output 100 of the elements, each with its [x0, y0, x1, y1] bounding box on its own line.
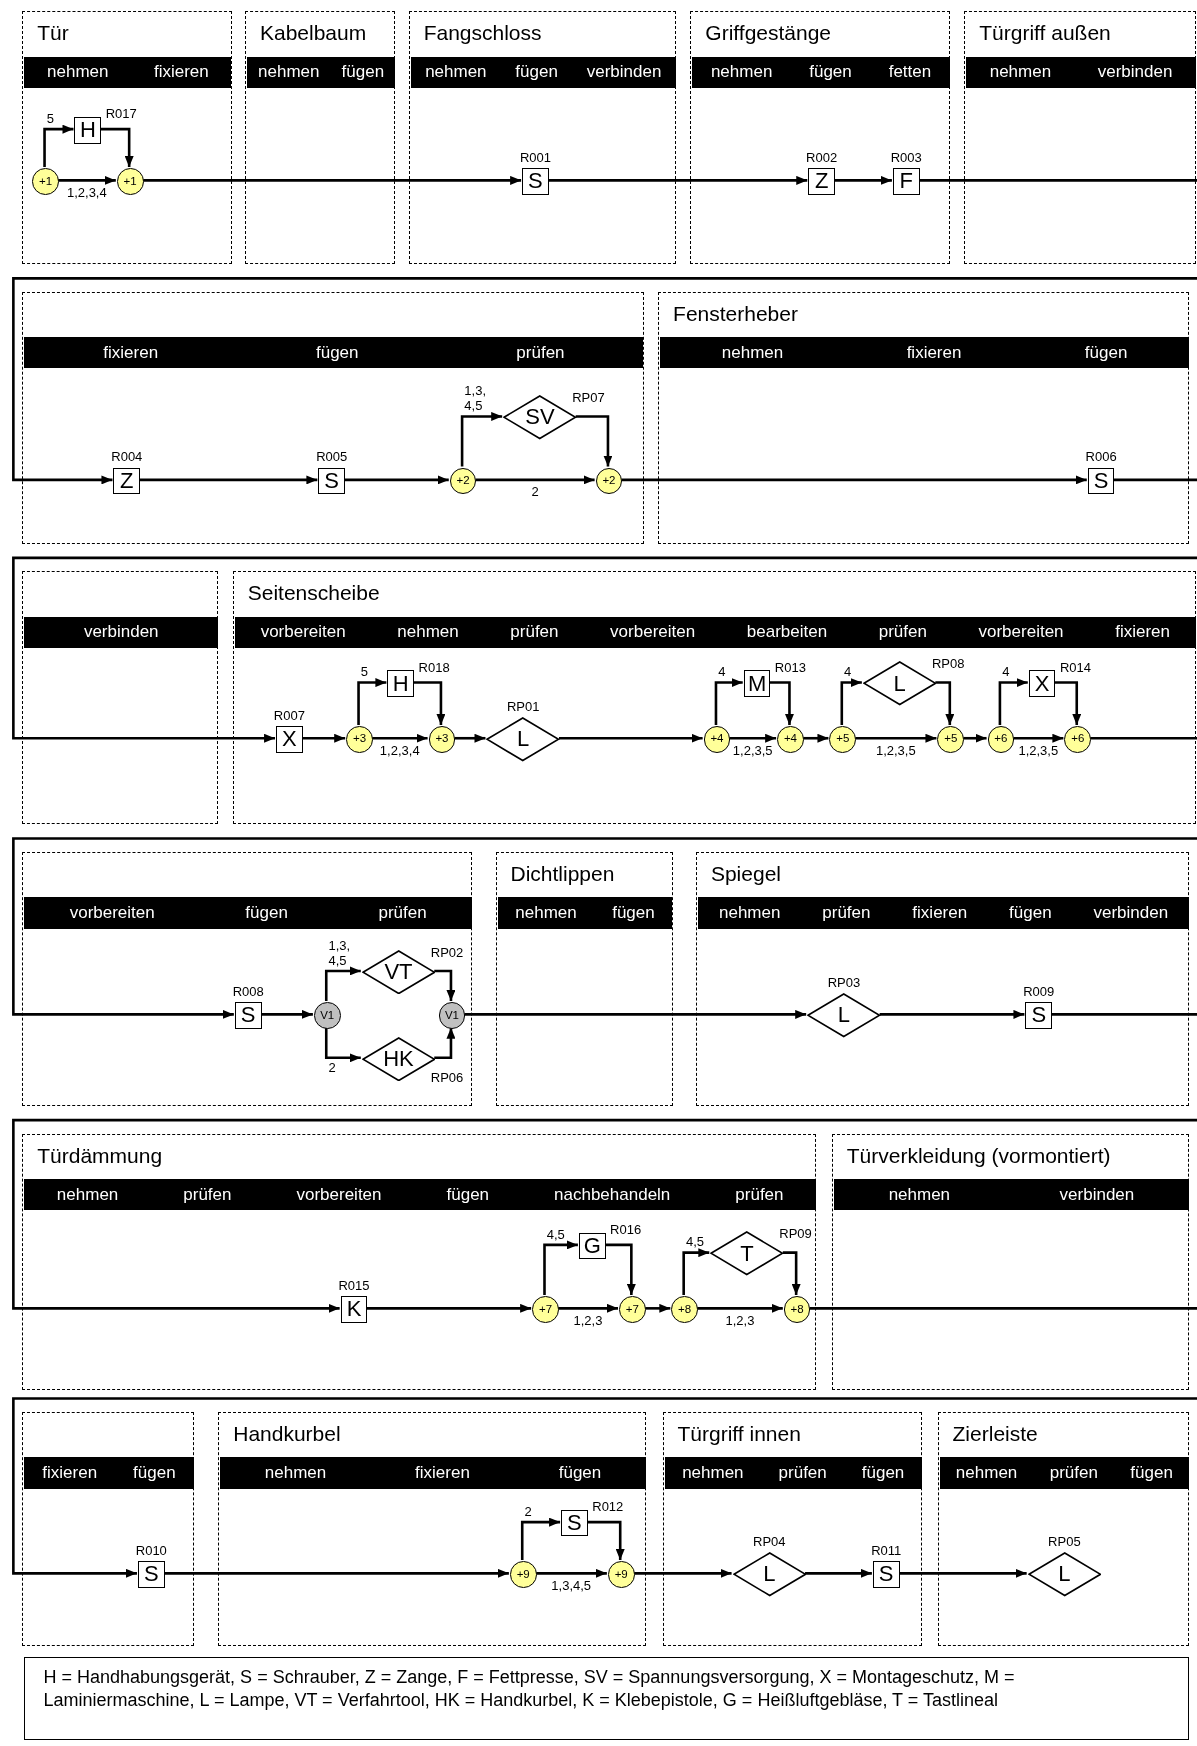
station-frame	[22, 1133, 817, 1390]
circle-label: +4	[783, 733, 797, 745]
station-frame	[22, 851, 473, 1106]
join-circle	[618, 1295, 646, 1323]
step-bar	[939, 1457, 1190, 1489]
resource-id: R002	[806, 150, 838, 165]
step-bar	[497, 897, 673, 929]
edge-label: 1,2,3	[573, 1313, 603, 1329]
flow-arrow	[697, 1303, 783, 1313]
flow-arrow	[434, 1027, 456, 1060]
step-label: nehmen	[710, 62, 773, 83]
circle-label: +3	[352, 733, 367, 745]
step-label: fixieren	[153, 62, 209, 83]
step-bar	[24, 1179, 817, 1211]
edge-label: 4	[718, 665, 726, 681]
resource-id: R016	[610, 1222, 642, 1237]
step-bar	[833, 1179, 1190, 1211]
step-label: nehmen	[264, 1463, 327, 1483]
flow-arrow	[802, 733, 829, 743]
station-frame	[831, 1133, 1190, 1390]
circle-label: +7	[538, 1303, 553, 1316]
flow-arrow	[998, 678, 1028, 725]
station-title: Dichtlippen	[510, 861, 615, 886]
tool-letter: S	[1093, 469, 1109, 492]
tool-box	[892, 168, 920, 195]
flow-arrow	[139, 475, 318, 485]
check-letter: T	[740, 1242, 754, 1265]
flow-arrow	[805, 1568, 872, 1578]
circle-label: +8	[790, 1303, 804, 1316]
tool-box	[872, 1561, 900, 1588]
join-circle	[509, 1561, 537, 1588]
tool-box	[234, 1002, 262, 1029]
tool-box	[561, 1509, 588, 1537]
flow-arrow	[371, 733, 428, 743]
tool-box	[578, 1232, 606, 1260]
step-label: vorbereiten	[69, 902, 155, 923]
station-frame	[964, 11, 1196, 264]
flow-arrow	[1054, 681, 1082, 725]
tool-box	[1087, 467, 1115, 495]
step-label: prüfen	[510, 622, 559, 643]
circle-label: +1	[38, 175, 53, 188]
step-bar	[24, 56, 232, 88]
step-bar	[24, 616, 219, 648]
flow-arrow	[520, 1517, 561, 1560]
tool-box	[113, 467, 141, 495]
circle-label: +4	[710, 733, 724, 745]
step-bar	[220, 1457, 646, 1489]
step-label: prüfen	[183, 1184, 232, 1205]
join-circle	[449, 467, 477, 495]
tool-box	[522, 168, 549, 195]
legend-text: H = Handhabungsgerät, S = Schrauber, Z = Zange, F = Fettpresse, SV = Spannungsversorgung, X = Montageschutz, M = Laminiermaschine, L = Lampe, VT = Verfahrtool, HK = Handkurbel, K = Klebepistole, G = Heißluftgebläse, T = Tastlineal	[43, 1666, 1015, 1711]
edge-label: 1,2,3,5	[875, 743, 916, 759]
resource-id: R018	[418, 660, 450, 675]
join-circle	[777, 725, 804, 753]
station-title: Fensterheber	[673, 301, 798, 326]
step-label: nehmen	[888, 1184, 951, 1205]
tool-letter: Z	[814, 170, 829, 193]
resource-id: R010	[135, 1543, 167, 1558]
step-label: verbinden	[83, 622, 159, 643]
step-label: nehmen	[397, 622, 459, 643]
flow-arrow	[769, 681, 794, 725]
flow-arrow	[621, 475, 1087, 485]
tool-letter: M	[747, 672, 767, 695]
flow-arrow	[782, 1251, 801, 1295]
station-title: Türdämmung	[37, 1143, 163, 1168]
resource-id: R007	[273, 708, 305, 723]
flow-arrow	[898, 1568, 1027, 1578]
edge-label: 4,5	[546, 1227, 565, 1243]
flow-arrow	[413, 681, 446, 725]
resource-id: RP06	[430, 1071, 464, 1086]
edge-label: 5	[46, 112, 54, 127]
tool-box	[808, 168, 835, 195]
legend-box	[24, 1656, 1190, 1741]
step-bar	[660, 337, 1190, 369]
circle-label: +9	[516, 1568, 530, 1581]
edge-label: 1,3, 4,5	[464, 384, 487, 415]
resource-id: R006	[1085, 449, 1117, 465]
resource-id: R005	[316, 449, 348, 465]
variant-circle	[313, 1002, 341, 1029]
resource-id: R013	[774, 660, 806, 675]
tool-letter: X	[282, 728, 297, 751]
circle-label: +9	[614, 1568, 628, 1581]
flow-arrow	[475, 475, 595, 485]
edge-label: 1,2,3,5	[732, 743, 773, 759]
step-label: fügen	[809, 62, 852, 83]
step-label: fügen	[515, 62, 558, 83]
circle-label: +6	[994, 733, 1008, 745]
station-title: Fangschloss	[423, 21, 542, 46]
tool-letter: S	[143, 1563, 159, 1586]
step-label: vorbereiten	[978, 622, 1064, 643]
station-frame	[658, 291, 1190, 545]
station-title: Kabelbaum	[259, 21, 367, 46]
step-label: vorbereiten	[260, 622, 346, 643]
flow-arrow	[714, 678, 743, 725]
step-label: fixieren	[415, 1463, 470, 1483]
circle-label: V1	[320, 1009, 335, 1022]
resource-id: RP03	[827, 975, 861, 990]
station-frame	[22, 291, 644, 545]
step-label: fixieren	[1115, 622, 1170, 643]
tool-letter: S	[878, 1563, 894, 1586]
